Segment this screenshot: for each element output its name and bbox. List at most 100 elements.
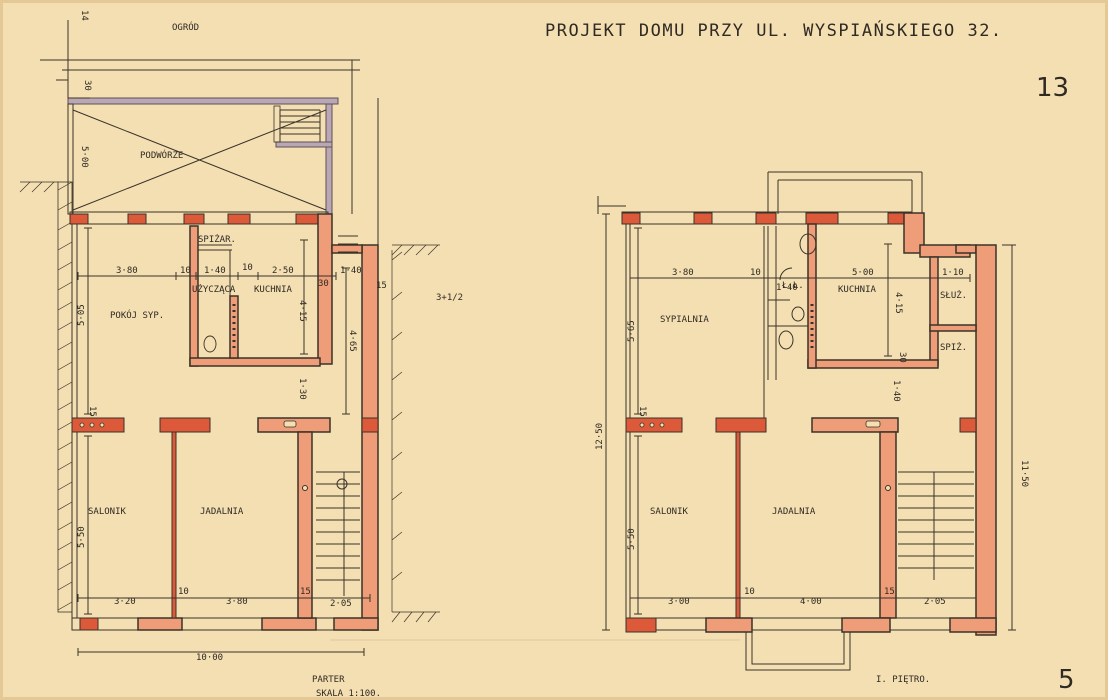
dim-first-500: 5·00	[852, 268, 874, 278]
dim-ground-10b: 10	[242, 263, 253, 273]
first-sink	[799, 233, 817, 255]
ground-pier-3	[183, 213, 205, 225]
ground-hatch-right	[391, 244, 440, 256]
label-ground-dining: JADALNIA	[200, 507, 244, 517]
dim-first-110: 1·10	[942, 268, 964, 278]
first-salon-partition	[735, 431, 741, 619]
label-first-kitchen: KUCHNIA	[838, 285, 877, 295]
ground-dim-row-1	[77, 272, 337, 280]
ground-floor-scale: SKALA 1:100.	[316, 689, 381, 699]
dim-first-550: 5·50	[627, 528, 637, 550]
label-pantry: SPIŻAR.	[198, 234, 236, 245]
dim-ground-140: 1·40	[204, 266, 226, 276]
dim-ground-15a: 15	[376, 281, 387, 291]
dim-ground-1000: 10·00	[196, 653, 223, 663]
dim-first-1250: 12·50	[595, 423, 605, 450]
ground-mid-wall-3	[361, 417, 379, 433]
first-dim-row-1	[629, 274, 971, 282]
dim-ground-14: 14	[79, 10, 89, 21]
dim-ground-15c: 15	[300, 587, 311, 597]
first-rear-balcony	[745, 632, 851, 671]
dim-ground-505: 5·05	[77, 304, 87, 326]
ground-flue-2	[89, 422, 95, 428]
label-toilet: UŻYCZĄCA	[192, 284, 236, 295]
first-mid-wall-3	[959, 417, 977, 433]
first-front-ext	[597, 196, 626, 214]
first-back-pier-3	[841, 617, 891, 633]
ground-floor-plan: PODWÓRZE OGRÓD 14 30 5·00	[19, 10, 440, 699]
ground-back-pier-1	[79, 617, 99, 631]
ground-back-pier-2	[137, 617, 183, 631]
label-first-bedroom: SYPIALNIA	[660, 315, 709, 325]
dim-first-15b: 15	[884, 587, 895, 597]
label-first-salon: SALONIK	[650, 507, 689, 517]
dim-first-10a: 10	[750, 268, 761, 278]
first-pier-3	[755, 212, 777, 225]
first-pier-4	[805, 212, 839, 225]
first-flue-3	[659, 422, 665, 428]
dim-ground-140b: 1·40	[340, 266, 362, 276]
label-first-servant1: SŁUŻ.	[940, 290, 967, 301]
dim-ground-465: 4·65	[347, 330, 357, 352]
first-wall-step-1	[903, 212, 925, 254]
dim-ground-380: 3·80	[116, 266, 138, 276]
first-back-pier-4	[949, 617, 997, 633]
dim-ground-15b: 15	[87, 406, 97, 417]
ground-back-pier-4	[333, 617, 379, 631]
dim-ground-320: 3·20	[114, 597, 136, 607]
first-pier-2	[693, 212, 713, 225]
dim-ground-10a: 10	[180, 266, 191, 276]
dim-ground-250: 2·50	[272, 266, 294, 276]
ground-hatch-right-side	[391, 250, 403, 612]
first-floor-plan: SYPIALNIA KUCHNIA Ł.Ł. SŁUŻ. SPIŻ. SALON…	[595, 171, 1029, 685]
first-toilet	[778, 330, 794, 350]
dim-first-205: 2·05	[924, 597, 946, 607]
first-bath-door-swing	[779, 267, 793, 281]
first-mid-wall-2	[811, 417, 899, 433]
ground-dim-row-2	[77, 594, 371, 602]
ground-pier-2	[127, 213, 147, 225]
first-dim-col-outer	[602, 213, 610, 631]
ground-wc-wall-left	[189, 225, 199, 367]
side-note: 3+1/2	[436, 293, 463, 303]
dim-first-30: 30	[897, 352, 907, 363]
dim-ground-10c: 10	[178, 587, 189, 597]
ground-wall-vent	[302, 485, 308, 491]
courtyard-stairs	[279, 109, 321, 142]
ground-stair-newel	[336, 478, 348, 490]
ground-dim-col-right	[300, 239, 350, 415]
dim-ground-550: 5·50	[77, 526, 87, 548]
ground-pier-5	[295, 213, 319, 225]
first-mid-wall-1	[715, 417, 767, 433]
ground-extension-lines	[67, 20, 379, 245]
ground-dining-wall	[297, 431, 313, 619]
ground-wall-stair-left	[317, 213, 333, 365]
label-courtyard: PODWÓRZE	[140, 149, 183, 161]
first-serv-partition	[929, 324, 977, 332]
ground-wall-right	[361, 244, 379, 631]
first-door-vent	[865, 420, 881, 428]
dim-first-300: 3·00	[668, 597, 690, 607]
courtyard-wall-top	[67, 97, 339, 105]
label-ground-salon: SALONIK	[88, 507, 127, 517]
dim-ground-205: 2·05	[330, 599, 352, 609]
first-dim-row-2	[629, 594, 977, 602]
label-first-bath: Ł.Ł.	[781, 281, 804, 291]
courtyard-stair-wall	[275, 141, 333, 148]
dim-first-380: 3·80	[672, 268, 694, 278]
dim-first-565: 5·65	[627, 320, 637, 342]
first-bidet	[791, 306, 805, 322]
dim-first-400: 4·00	[800, 597, 822, 607]
dim-first-15a: 15	[637, 406, 647, 417]
first-front-balcony	[767, 171, 923, 214]
first-pier-1	[621, 212, 641, 225]
ground-dim-row-3	[77, 648, 365, 656]
ground-flue-3	[99, 422, 105, 428]
first-serv-wall	[929, 256, 939, 366]
ground-hatch-bottom-right	[391, 611, 440, 623]
ground-floor-title: PARTER	[312, 675, 345, 685]
courtyard-diagonals	[72, 109, 327, 211]
dim-first-140b: 1·40	[891, 380, 901, 402]
first-pier-5	[887, 212, 905, 225]
